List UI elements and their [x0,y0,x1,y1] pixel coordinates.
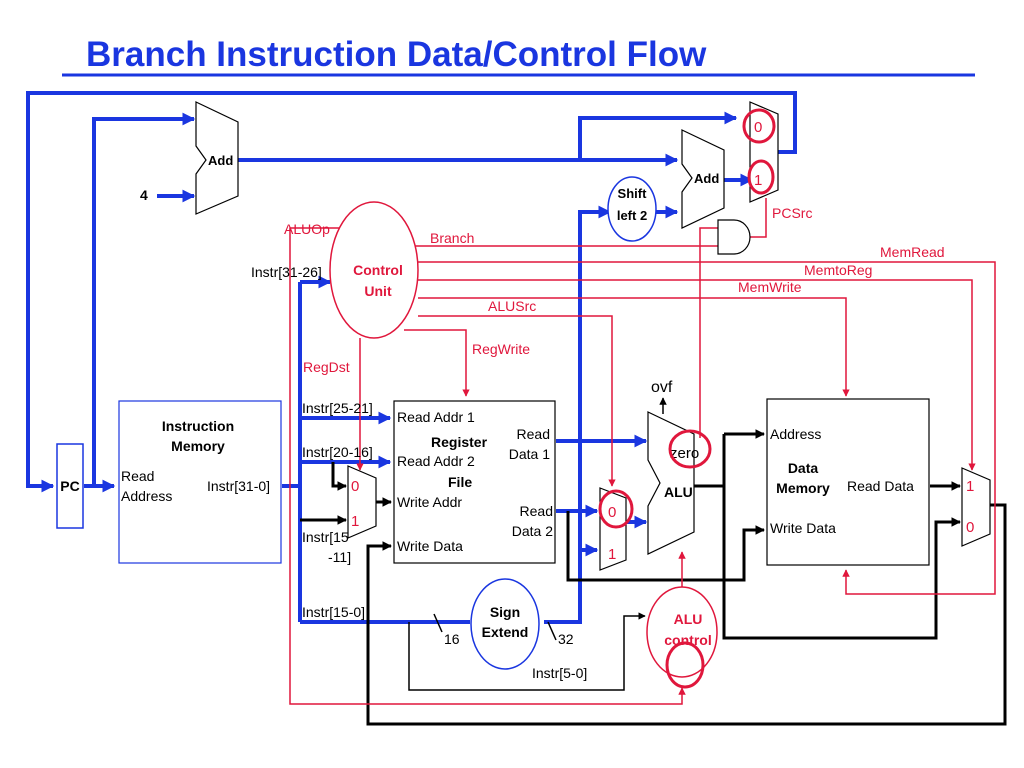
sign-extend: Sign Extend [470,578,540,670]
branch-signal-label: Branch [430,230,474,246]
pc-adder-label: Add [208,153,233,168]
pc-mux-0: 0 [754,119,762,136]
dm-read-data: Read Data [847,478,914,494]
dm-address: Address [770,426,821,442]
instruction-memory-output: Instr[31-0] [207,478,270,494]
instr-opcode-label: Instr[31-26] [251,264,322,280]
instruction-memory-line2: Memory [171,438,225,454]
write-data: Write Data [397,538,463,554]
alusrc-mux: 0 1 [598,487,634,571]
control-unit-line2: Unit [364,283,392,299]
aluop-signal-label: ALUOp [284,221,330,237]
pc-label: PC [60,478,79,494]
read-data-2-line2: Data 2 [512,523,553,539]
register-file: Read Addr 1 Register Read Addr 2 File Wr… [393,400,556,564]
alusrc-mux-0: 0 [608,504,616,521]
memtoreg-mux: 1 0 [961,467,991,547]
read-data-1-line2: Data 1 [509,446,550,462]
instruction-memory-read-line2: Address [121,488,172,504]
shift-left-line1: Shift [618,186,648,201]
constant-four: 4 [140,187,148,203]
memtoreg-mux-1: 1 [966,478,974,495]
instruction-memory: Instruction Memory Read Address Instr[31… [118,400,282,564]
memtoreg-mux-0: 0 [966,519,974,536]
register-file-line2: File [448,474,472,490]
alu-control-line1: ALU [674,611,703,627]
shift-left-line2: left 2 [617,208,647,223]
shift-left-2: Shift left 2 [607,176,657,242]
read-addr-2: Read Addr 2 [397,453,475,469]
dm-write-data: Write Data [770,520,836,536]
alu: zero ALU [647,411,712,555]
alu-zero: zero [670,445,699,462]
read-data-2-line1: Read [520,503,553,519]
regdst-mux: 0 1 [347,465,377,539]
instruction-memory-read-line1: Read [121,468,154,484]
instr-imm-label: Instr[15-0] [302,604,365,620]
memwrite-signal-label: MemWrite [738,279,802,295]
instr-funct-label: Instr[5-0] [532,665,587,681]
branch-adder: Add [681,129,725,229]
regdst-mux-1: 1 [351,513,359,530]
instr-rd-label-line1: Instr[15 [302,529,349,545]
regdst-mux-0: 0 [351,478,359,495]
pc-mux-1: 1 [754,172,762,189]
memread-signal-label: MemRead [880,244,945,260]
instruction-memory-line1: Instruction [162,418,234,434]
alu-control: ALU control [646,586,718,689]
instr-rs-label: Instr[25-21] [302,400,373,416]
sign-extend-line1: Sign [490,604,520,620]
pcsrc-signal-label: PCSrc [772,205,812,221]
read-data-1-line1: Read [517,426,550,442]
data-memory: Address Data Memory Read Data Write Data [766,398,930,566]
memtoreg-signal-label: MemtoReg [804,262,872,278]
instr-rd-label-line2: -11] [328,549,351,565]
pc-mux: 0 1 [742,101,779,203]
alu-label: ALU [664,484,693,500]
alusrc-signal-label: ALUSrc [488,298,536,314]
page-title: Branch Instruction Data/Control Flow [86,35,707,74]
inactive-datapath-wires [300,397,1007,726]
program-counter: PC [56,443,84,529]
bus-width-16: 16 [444,631,460,647]
control-unit-line1: Control [353,262,403,278]
regdst-signal-label: RegDst [303,359,350,375]
data-memory-line2: Memory [776,480,830,496]
write-addr: Write Addr [397,494,462,510]
read-addr-1: Read Addr 1 [397,409,475,425]
sign-extend-line2: Extend [482,624,529,640]
pc-adder: Add [195,101,239,215]
branch-adder-label: Add [694,171,719,186]
control-unit: Control Unit [329,201,419,339]
branch-and-gate [717,219,751,255]
control-signal-wires [289,198,996,705]
bus-width-32: 32 [558,631,574,647]
alu-control-line2: control [664,632,711,648]
ovf-label: ovf [651,379,673,396]
instr-rt-label: Instr[20-16] [302,444,373,460]
register-file-line1: Register [431,434,488,450]
regwrite-signal-label: RegWrite [472,341,530,357]
alusrc-mux-1: 1 [608,546,616,563]
active-datapath-wires [26,91,797,624]
data-memory-line1: Data [788,460,819,476]
